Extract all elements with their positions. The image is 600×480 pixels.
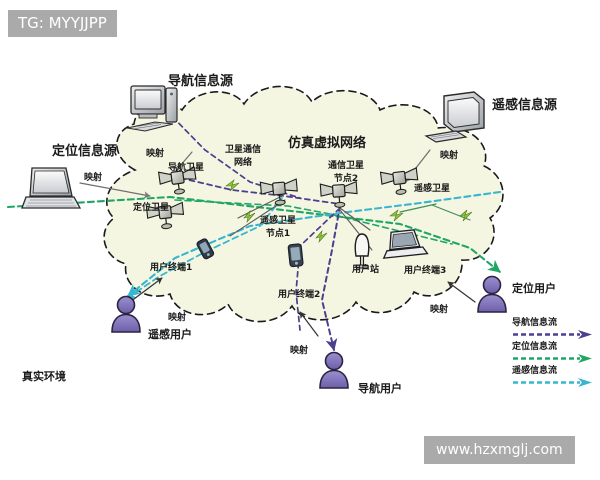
satellite-icon-node2 bbox=[319, 180, 358, 208]
legend-item-nav: 导航信息流 bbox=[512, 318, 596, 342]
legend-item-rs: 遥感信息流 bbox=[512, 366, 596, 390]
satellite-icon-rs bbox=[379, 167, 419, 195]
rf-link-glyphs bbox=[225, 179, 473, 244]
label-mapping-2: 映射 bbox=[146, 149, 165, 159]
label-pos-satellite: 定位卫星 bbox=[133, 203, 170, 213]
label-pos-source: 定位信息源 bbox=[52, 144, 118, 159]
virtual-network-cloud bbox=[103, 85, 504, 323]
label-real-environment: 真实环境 bbox=[22, 370, 66, 383]
label-terminal-2: 用户终端2 bbox=[278, 290, 321, 300]
label-mapping-1: 映射 bbox=[84, 173, 103, 183]
watermark-bottom-right: www.hzxmglj.com bbox=[424, 436, 575, 464]
person-icon-rs-user bbox=[111, 295, 141, 333]
legend-arrow-nav bbox=[513, 330, 592, 339]
label-nav-user: 导航用户 bbox=[358, 382, 402, 395]
legend-label-rs: 遥感信息流 bbox=[512, 366, 558, 376]
label-terminal-3: 用户终端3 bbox=[404, 266, 447, 276]
label-terminal-1: 用户终端1 bbox=[150, 263, 193, 273]
label-user-station: 用户站 bbox=[352, 265, 380, 275]
label-cloud-title: 仿真虚拟网络 bbox=[288, 136, 367, 151]
legend-arrow-pos bbox=[513, 354, 592, 363]
satellite-icon-node1 bbox=[259, 178, 298, 206]
watermark-top-left: TG: MYYJJPP bbox=[8, 10, 117, 37]
person-icon-nav-user bbox=[319, 351, 349, 389]
label-rs-satellite: 遥感卫星 bbox=[414, 184, 451, 194]
legend-label-nav: 导航信息流 bbox=[512, 318, 558, 328]
legend-item-pos: 定位信息流 bbox=[512, 342, 596, 366]
label-comsat-node2: 通信卫星 节点2 bbox=[327, 161, 364, 184]
legend-label-pos: 定位信息流 bbox=[512, 342, 558, 352]
label-mapping-4: 映射 bbox=[168, 313, 187, 323]
person-icon-pos-user bbox=[477, 275, 507, 313]
crt-monitor-icon bbox=[424, 91, 485, 143]
mobile-phone-icon bbox=[287, 243, 304, 268]
label-nav-satellite: 导航卫星 bbox=[168, 163, 205, 173]
legend-arrow-rs bbox=[513, 378, 592, 387]
laptop-icon bbox=[21, 167, 82, 209]
satellite-icon-nav bbox=[157, 166, 197, 195]
label-pos-user: 定位用户 bbox=[512, 282, 556, 295]
label-mapping-5: 映射 bbox=[290, 346, 309, 356]
label-rs-user: 遥感用户 bbox=[148, 328, 192, 341]
label-rssat-node1: 遥感卫星 节点1 bbox=[259, 216, 296, 239]
label-satcom-network: 卫星通信 网络 bbox=[224, 145, 261, 168]
label-mapping-6: 映射 bbox=[430, 305, 449, 315]
desktop-computer-icon bbox=[126, 85, 178, 132]
satellite-icon-pos bbox=[145, 201, 185, 230]
laptop-icon-terminal3 bbox=[382, 229, 429, 259]
label-nav-source: 导航信息源 bbox=[168, 74, 234, 89]
label-rs-source: 遥感信息源 bbox=[492, 98, 558, 113]
antenna-icon bbox=[354, 233, 370, 269]
handheld-device-icon bbox=[196, 238, 215, 260]
legend: 导航信息流 定位信息流 遥感信息流 bbox=[512, 318, 596, 390]
label-mapping-3: 映射 bbox=[440, 151, 459, 161]
